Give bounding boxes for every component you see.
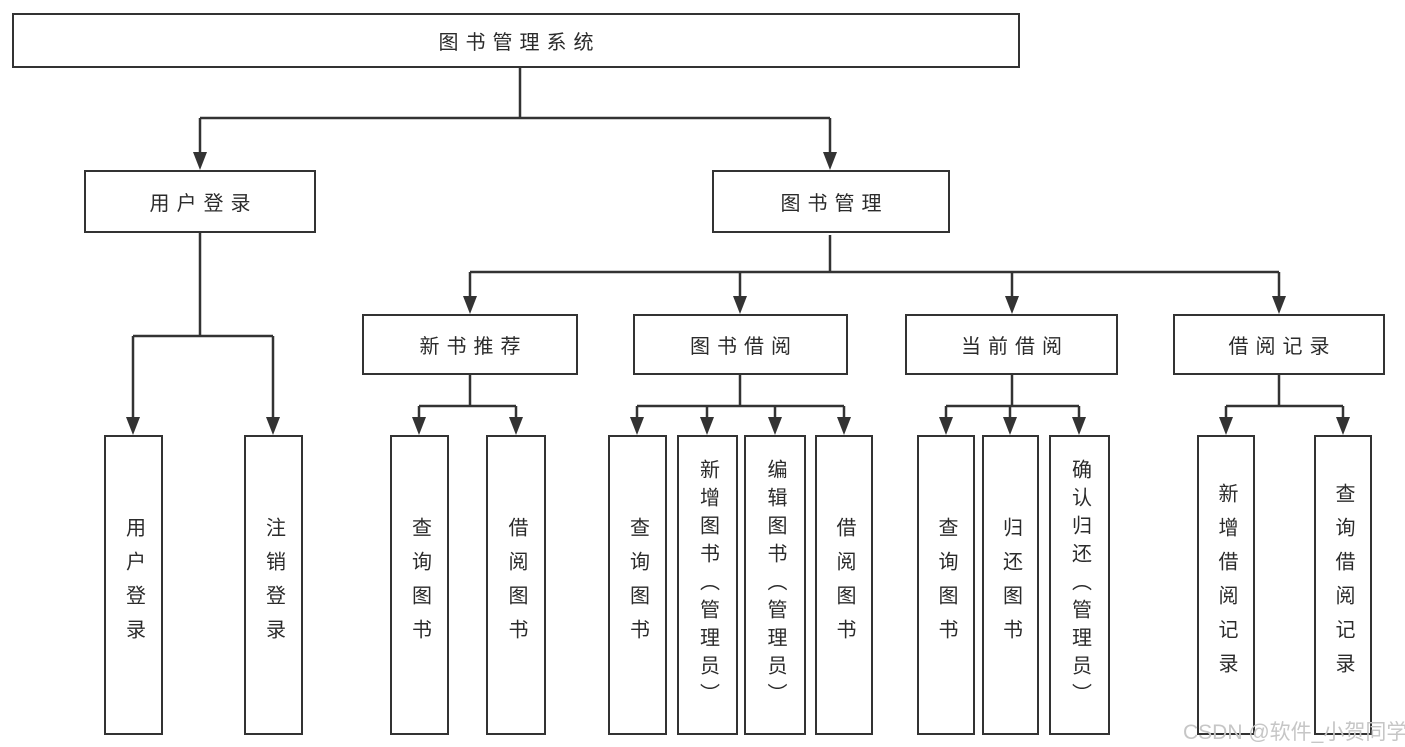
- leaf-user-login-label: 用户登录: [122, 517, 145, 653]
- leaf-add-book-admin-label: 新增图书（管理员）: [696, 459, 719, 711]
- leaf-user-login: 用户登录: [104, 435, 163, 735]
- leaf-query-book-current: 查询图书: [917, 435, 975, 735]
- node-new-book-recommend: 新书推荐: [362, 314, 578, 375]
- node-book-management-label: 图书管理: [780, 193, 889, 215]
- leaf-borrow-book: 借阅图书: [815, 435, 873, 735]
- node-new-book-recommend-label: 新书推荐: [419, 336, 528, 358]
- leaf-confirm-return-admin: 确认归还（管理员）: [1049, 435, 1110, 735]
- node-book-borrow: 图书借阅: [633, 314, 848, 375]
- leaf-borrow-book-label: 借阅图书: [833, 517, 855, 653]
- node-root: 图书管理系统: [12, 13, 1020, 68]
- leaf-add-borrow-record: 新增借阅记录: [1197, 435, 1255, 735]
- node-borrow-records-label: 借阅记录: [1228, 336, 1337, 358]
- leaf-query-book-recommend-label: 查询图书: [408, 517, 431, 653]
- leaf-edit-book-admin: 编辑图书（管理员）: [744, 435, 806, 735]
- leaf-logout-label: 注销登录: [262, 517, 285, 653]
- node-current-borrow: 当前借阅: [905, 314, 1118, 375]
- node-root-label: 图书管理系统: [438, 32, 601, 54]
- leaf-return-book-label: 归还图书: [999, 517, 1022, 653]
- node-book-management: 图书管理: [712, 170, 950, 233]
- leaf-logout: 注销登录: [244, 435, 303, 735]
- leaf-add-borrow-record-label: 新增借阅记录: [1215, 483, 1237, 687]
- node-current-borrow-label: 当前借阅: [961, 336, 1069, 358]
- leaf-query-book-borrow: 查询图书: [608, 435, 667, 735]
- watermark: CSDN @软件_小贺同学: [1183, 721, 1405, 744]
- leaf-query-book-borrow-label: 查询图书: [626, 517, 649, 653]
- leaf-confirm-return-admin-label: 确认归还（管理员）: [1068, 459, 1091, 711]
- node-user-login-label: 用户登录: [149, 193, 258, 215]
- leaf-borrow-book-recommend: 借阅图书: [486, 435, 546, 735]
- leaf-add-book-admin: 新增图书（管理员）: [677, 435, 738, 735]
- node-borrow-records: 借阅记录: [1173, 314, 1385, 375]
- leaf-query-borrow-record: 查询借阅记录: [1314, 435, 1372, 735]
- leaf-edit-book-admin-label: 编辑图书（管理员）: [764, 459, 786, 711]
- leaf-borrow-book-recommend-label: 借阅图书: [505, 517, 527, 653]
- leaf-query-book-current-label: 查询图书: [935, 517, 957, 653]
- node-user-login: 用户登录: [84, 170, 316, 233]
- leaf-query-book-recommend: 查询图书: [390, 435, 449, 735]
- leaf-return-book: 归还图书: [982, 435, 1039, 735]
- leaf-query-borrow-record-label: 查询借阅记录: [1332, 483, 1354, 687]
- node-book-borrow-label: 图书借阅: [690, 336, 798, 358]
